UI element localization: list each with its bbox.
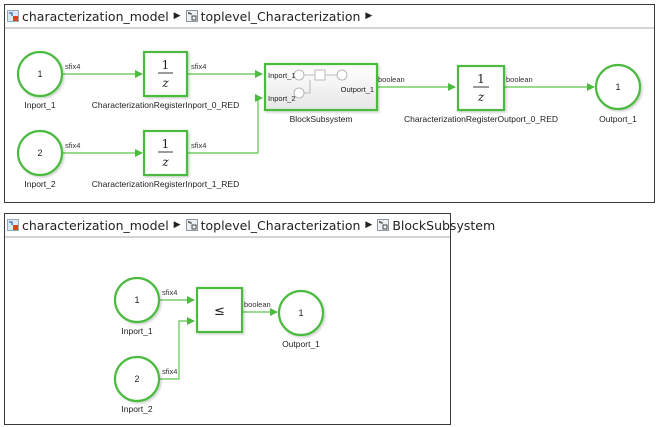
sub-outport-1-block[interactable]: 1 Outport_1	[277, 289, 325, 349]
block-label: CharacterizationRegisterInport_0_RED	[92, 100, 239, 110]
inport-2-block[interactable]: 2 Inport_2	[16, 129, 64, 189]
subsystem-icon	[185, 219, 198, 231]
top-model-canvas[interactable]: characterization_model ▶ toplevel_Charac…	[4, 4, 655, 203]
breadcrumb-label: toplevel_Characterization	[200, 8, 361, 24]
subsystem-preview-icon	[293, 69, 348, 99]
signal-label: boolean	[506, 75, 533, 84]
delay-numerator: 1	[162, 137, 170, 151]
subsystem-port-label: Inport_2	[268, 94, 296, 103]
signal-label: sfix4	[65, 141, 80, 150]
signal-lines	[160, 296, 278, 380]
relational-operator-block[interactable]: ≤	[195, 286, 244, 334]
delay-denominator: z	[477, 90, 485, 104]
block-label: CharacterizationRegisterOutport_0_RED	[404, 114, 558, 124]
block-label: Outport_1	[282, 339, 320, 349]
subsystem-diagram: sfix4 sfix4 boolean 1 Inport_1 2 Inport_…	[113, 276, 325, 414]
line-inport2-to-compare	[160, 317, 195, 380]
signal-lines	[63, 70, 595, 157]
signal-label: boolean	[378, 75, 405, 84]
model-icon	[7, 10, 19, 22]
breadcrumb-label: BlockSubsystem	[392, 217, 496, 233]
subsystem-icon	[185, 10, 198, 22]
port-number: 2	[134, 374, 139, 384]
block-label: Inport_1	[121, 326, 152, 336]
subsystem-canvas[interactable]: characterization_model ▶ toplevel_Charac…	[4, 213, 495, 425]
breadcrumb-label: toplevel_Characterization	[200, 217, 361, 233]
chevron-right-icon: ▶	[173, 220, 181, 230]
signal-label: sfix4	[162, 288, 177, 297]
port-number: 1	[134, 295, 139, 305]
sub-inport-2-block[interactable]: 2 Inport_2	[113, 355, 161, 414]
breadcrumb-item-toplevel[interactable]: toplevel_Characterization	[185, 217, 361, 233]
block-label: Inport_2	[24, 179, 55, 189]
inport-1-block[interactable]: 1 Inport_1	[16, 50, 64, 110]
signal-label: sfix4	[65, 62, 80, 71]
operator-symbol: ≤	[214, 304, 225, 319]
breadcrumb-item-model[interactable]: characterization_model	[7, 218, 169, 233]
delay-denominator: z	[161, 76, 169, 90]
block-label: Inport_2	[121, 404, 152, 414]
chevron-right-icon: ▶	[365, 11, 373, 21]
register-inport-1-block[interactable]: 1 z CharacterizationRegisterInport_1_RED	[92, 129, 239, 189]
signal-label: sfix4	[191, 141, 206, 150]
port-number: 1	[37, 69, 42, 79]
block-subsystem[interactable]: Inport_1 Inport_2 Outport_1 BlockSubsyst…	[263, 62, 379, 124]
block-label: BlockSubsystem	[290, 114, 353, 124]
sub-inport-1-block[interactable]: 1 Inport_1	[113, 276, 161, 336]
signal-label: sfix4	[191, 62, 206, 71]
delay-numerator: 1	[162, 58, 170, 72]
outport-1-block[interactable]: 1 Outport_1	[594, 63, 642, 124]
port-number: 2	[37, 148, 42, 158]
subsystem-port-label: Outport_1	[341, 85, 374, 94]
signal-label: boolean	[244, 300, 271, 309]
delay-denominator: z	[161, 155, 169, 169]
signal-label: sfix4	[162, 367, 177, 376]
model-icon	[7, 219, 19, 231]
delay-numerator: 1	[477, 72, 485, 86]
line-reg1-to-subsystem	[188, 94, 263, 154]
block-label: Inport_1	[24, 100, 55, 110]
port-number: 1	[615, 82, 620, 92]
block-label: CharacterizationRegisterInport_1_RED	[92, 179, 239, 189]
subsystem-port-label: Inport_1	[268, 71, 296, 80]
top-diagram: sfix4 sfix4 sfix4 sfix4 boolean boolean …	[16, 50, 642, 189]
breadcrumb-item-toplevel[interactable]: toplevel_Characterization	[185, 8, 361, 24]
breadcrumb-item-model[interactable]: characterization_model	[7, 9, 169, 24]
breadcrumb-item-blocksubsystem[interactable]: BlockSubsystem	[377, 218, 495, 233]
bottom-breadcrumb: characterization_model ▶ toplevel_Charac…	[5, 214, 495, 238]
subsystem-icon	[377, 219, 390, 231]
breadcrumb-label: characterization_model	[22, 8, 169, 24]
chevron-right-icon: ▶	[173, 11, 181, 21]
port-number: 1	[298, 308, 303, 318]
breadcrumb-label: characterization_model	[22, 217, 169, 233]
block-label: Outport_1	[599, 114, 637, 124]
register-inport-0-block[interactable]: 1 z CharacterizationRegisterInport_0_RED	[92, 50, 239, 110]
chevron-right-icon: ▶	[365, 220, 373, 230]
top-breadcrumb: characterization_model ▶ toplevel_Charac…	[5, 5, 654, 29]
register-outport-0-block[interactable]: 1 z CharacterizationRegisterOutport_0_RE…	[404, 64, 558, 124]
